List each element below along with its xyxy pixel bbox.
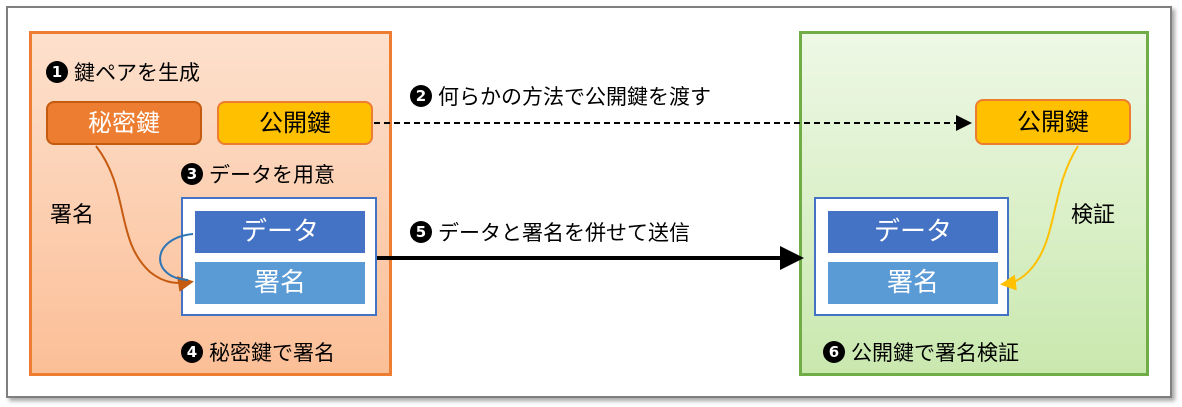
step6-text: 公開鍵で署名検証 [851,341,1019,365]
step1-number: 1 [46,61,68,83]
step3-number: 3 [181,163,203,185]
receiver-document: データ 署名 [814,197,1009,316]
step3-label: 3 データを用意 [181,163,335,187]
step3-text: データを用意 [209,163,335,187]
step5-label: 5 データと署名を併せて送信 [410,221,690,245]
sender-signature-cell: 署名 [195,262,365,304]
receiver-data-label: データ [873,217,952,247]
public-key-box-receiver: 公開鍵 [975,99,1131,145]
receiver-data-cell: データ [828,211,998,253]
receiver-signature-cell: 署名 [828,262,998,304]
sender-data-cell: データ [195,211,365,253]
step1-label: 1 鍵ペアを生成 [46,61,200,85]
verify-label: 検証 [1071,203,1116,228]
verify-arrow [1000,145,1079,291]
receiver-signature-label: 署名 [886,268,939,298]
sender-document: データ 署名 [181,197,377,316]
sender-data-label: データ [240,217,319,247]
step2-text: 何らかの方法で公開鍵を渡す [438,85,711,109]
private-key-label: 秘密鍵 [88,109,160,137]
step6-number: 6 [823,341,845,363]
data-to-sign-curve [159,233,194,281]
step2-label: 2 何らかの方法で公開鍵を渡す [410,85,711,109]
sign-arrow [95,145,194,292]
step4-text: 秘密鍵で署名 [209,341,335,365]
private-key-box: 秘密鍵 [46,101,202,145]
public-key-receiver-label: 公開鍵 [1017,108,1089,136]
step5-text: データと署名を併せて送信 [438,221,690,245]
step2-number: 2 [410,85,432,107]
sender-signature-label: 署名 [253,268,306,298]
public-key-sender-label: 公開鍵 [259,109,331,137]
step6-label: 6 公開鍵で署名検証 [823,341,1019,365]
sign-label: 署名 [50,203,95,228]
step1-text: 鍵ペアを生成 [74,61,200,85]
step4-label: 4 秘密鍵で署名 [181,341,335,365]
step4-number: 4 [181,341,203,363]
public-key-box-sender: 公開鍵 [217,101,373,145]
step5-number: 5 [410,221,432,243]
